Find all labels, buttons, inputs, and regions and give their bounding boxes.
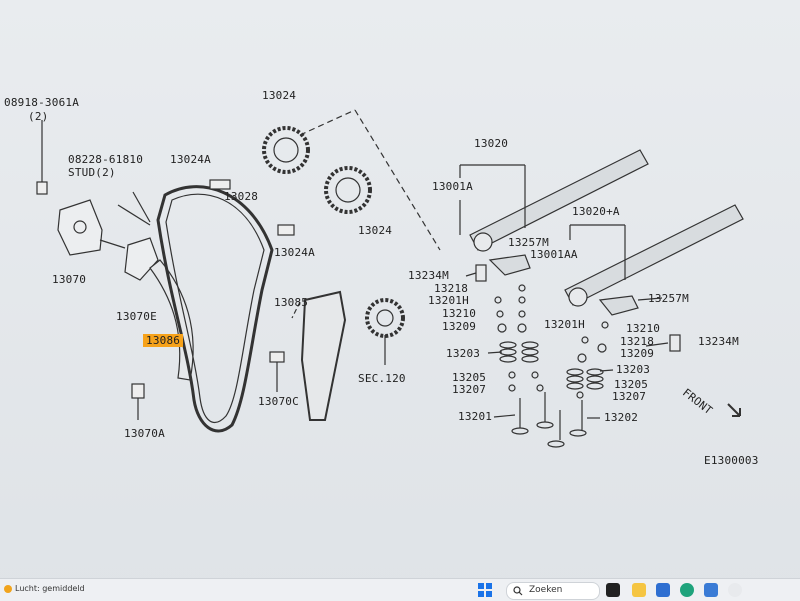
part-label: 13234M — [408, 269, 449, 282]
part-label: 13028 — [224, 190, 259, 203]
camshaft-part — [564, 204, 744, 306]
part-label: 13207 — [612, 390, 647, 403]
search-icon — [513, 586, 523, 596]
part-label: 13024 — [358, 224, 393, 237]
part-label: 13085 — [274, 296, 309, 309]
part-label: 13201H — [544, 318, 585, 331]
part-label: 13205 — [614, 378, 649, 391]
sprocket-part — [262, 126, 310, 174]
chain-guide-part — [149, 259, 194, 381]
part-label: 13210 — [442, 307, 477, 320]
sprocket-part — [324, 166, 372, 214]
part-label: 13001AA — [530, 248, 578, 261]
bolt-part — [36, 181, 48, 195]
part-label: 13070A — [124, 427, 165, 440]
tensioner-part — [57, 199, 103, 256]
rocker-arm-part — [488, 254, 531, 276]
search-placeholder: Zoeken — [529, 585, 563, 595]
part-label: 13205 — [452, 371, 487, 384]
part-label: 13070E — [116, 310, 157, 323]
part-label: 13020 — [474, 137, 509, 150]
part-label: 13203 — [616, 363, 651, 376]
part-label: 13001A — [432, 180, 473, 193]
part-label: 13070C — [258, 395, 299, 408]
part-label: 13207 — [452, 383, 487, 396]
store-icon[interactable] — [656, 583, 670, 597]
part-label: 13209 — [442, 320, 477, 333]
weather-widget[interactable]: Lucht: gemiddeld — [4, 584, 85, 593]
part-label: 13209 — [620, 347, 655, 360]
part-label: 13203 — [446, 347, 481, 360]
timing-chain — [156, 185, 274, 433]
chrome-browser-icon[interactable] — [728, 583, 742, 597]
task-view-icon[interactable] — [606, 583, 620, 597]
part-label: 13218 — [620, 335, 655, 348]
edge-browser-icon[interactable] — [680, 583, 694, 597]
section-ref-label: SEC.120 — [358, 372, 406, 385]
taskbar: Lucht: gemiddeld Zoeken — [0, 578, 800, 601]
part-label: 13202 — [604, 411, 639, 424]
file-explorer-icon[interactable] — [632, 583, 646, 597]
part-qty-label: (2) — [28, 110, 49, 123]
part-label: 13210 — [626, 322, 661, 335]
part-label: 13201H — [428, 294, 469, 307]
part-label: 13257M — [648, 292, 689, 305]
tensioner-arm-part — [300, 290, 347, 421]
windows-start-icon[interactable] — [478, 583, 492, 597]
part-label: 13020+A — [572, 205, 620, 218]
part-label: 13024 — [262, 89, 297, 102]
gasket-part — [124, 237, 159, 281]
valve-spring-stack — [499, 341, 604, 390]
mail-icon[interactable] — [704, 583, 718, 597]
diagram-code-label: E1300003 — [704, 454, 759, 467]
stud-label: STUD(2) — [68, 166, 116, 179]
taskbar-search-box[interactable]: Zoeken — [506, 582, 600, 600]
tensioner-bolt — [73, 220, 87, 234]
part-label: 13218 — [434, 282, 469, 295]
highlighted-part-label: 13086 — [143, 334, 184, 347]
part-label: 13070 — [52, 273, 87, 286]
part-label: 08228-61810 — [68, 153, 144, 166]
part-label: 13024A — [170, 153, 211, 166]
part-label: 13234M — [698, 335, 739, 348]
part-label: 13024A — [274, 246, 315, 259]
weather-text: Lucht: gemiddeld — [15, 584, 85, 593]
part-label: 08918-3061A — [4, 96, 80, 109]
rocker-arm-part — [598, 295, 639, 316]
part-label: 13257M — [508, 236, 549, 249]
part-label: 13201 — [458, 410, 493, 423]
sun-icon — [4, 584, 12, 593]
